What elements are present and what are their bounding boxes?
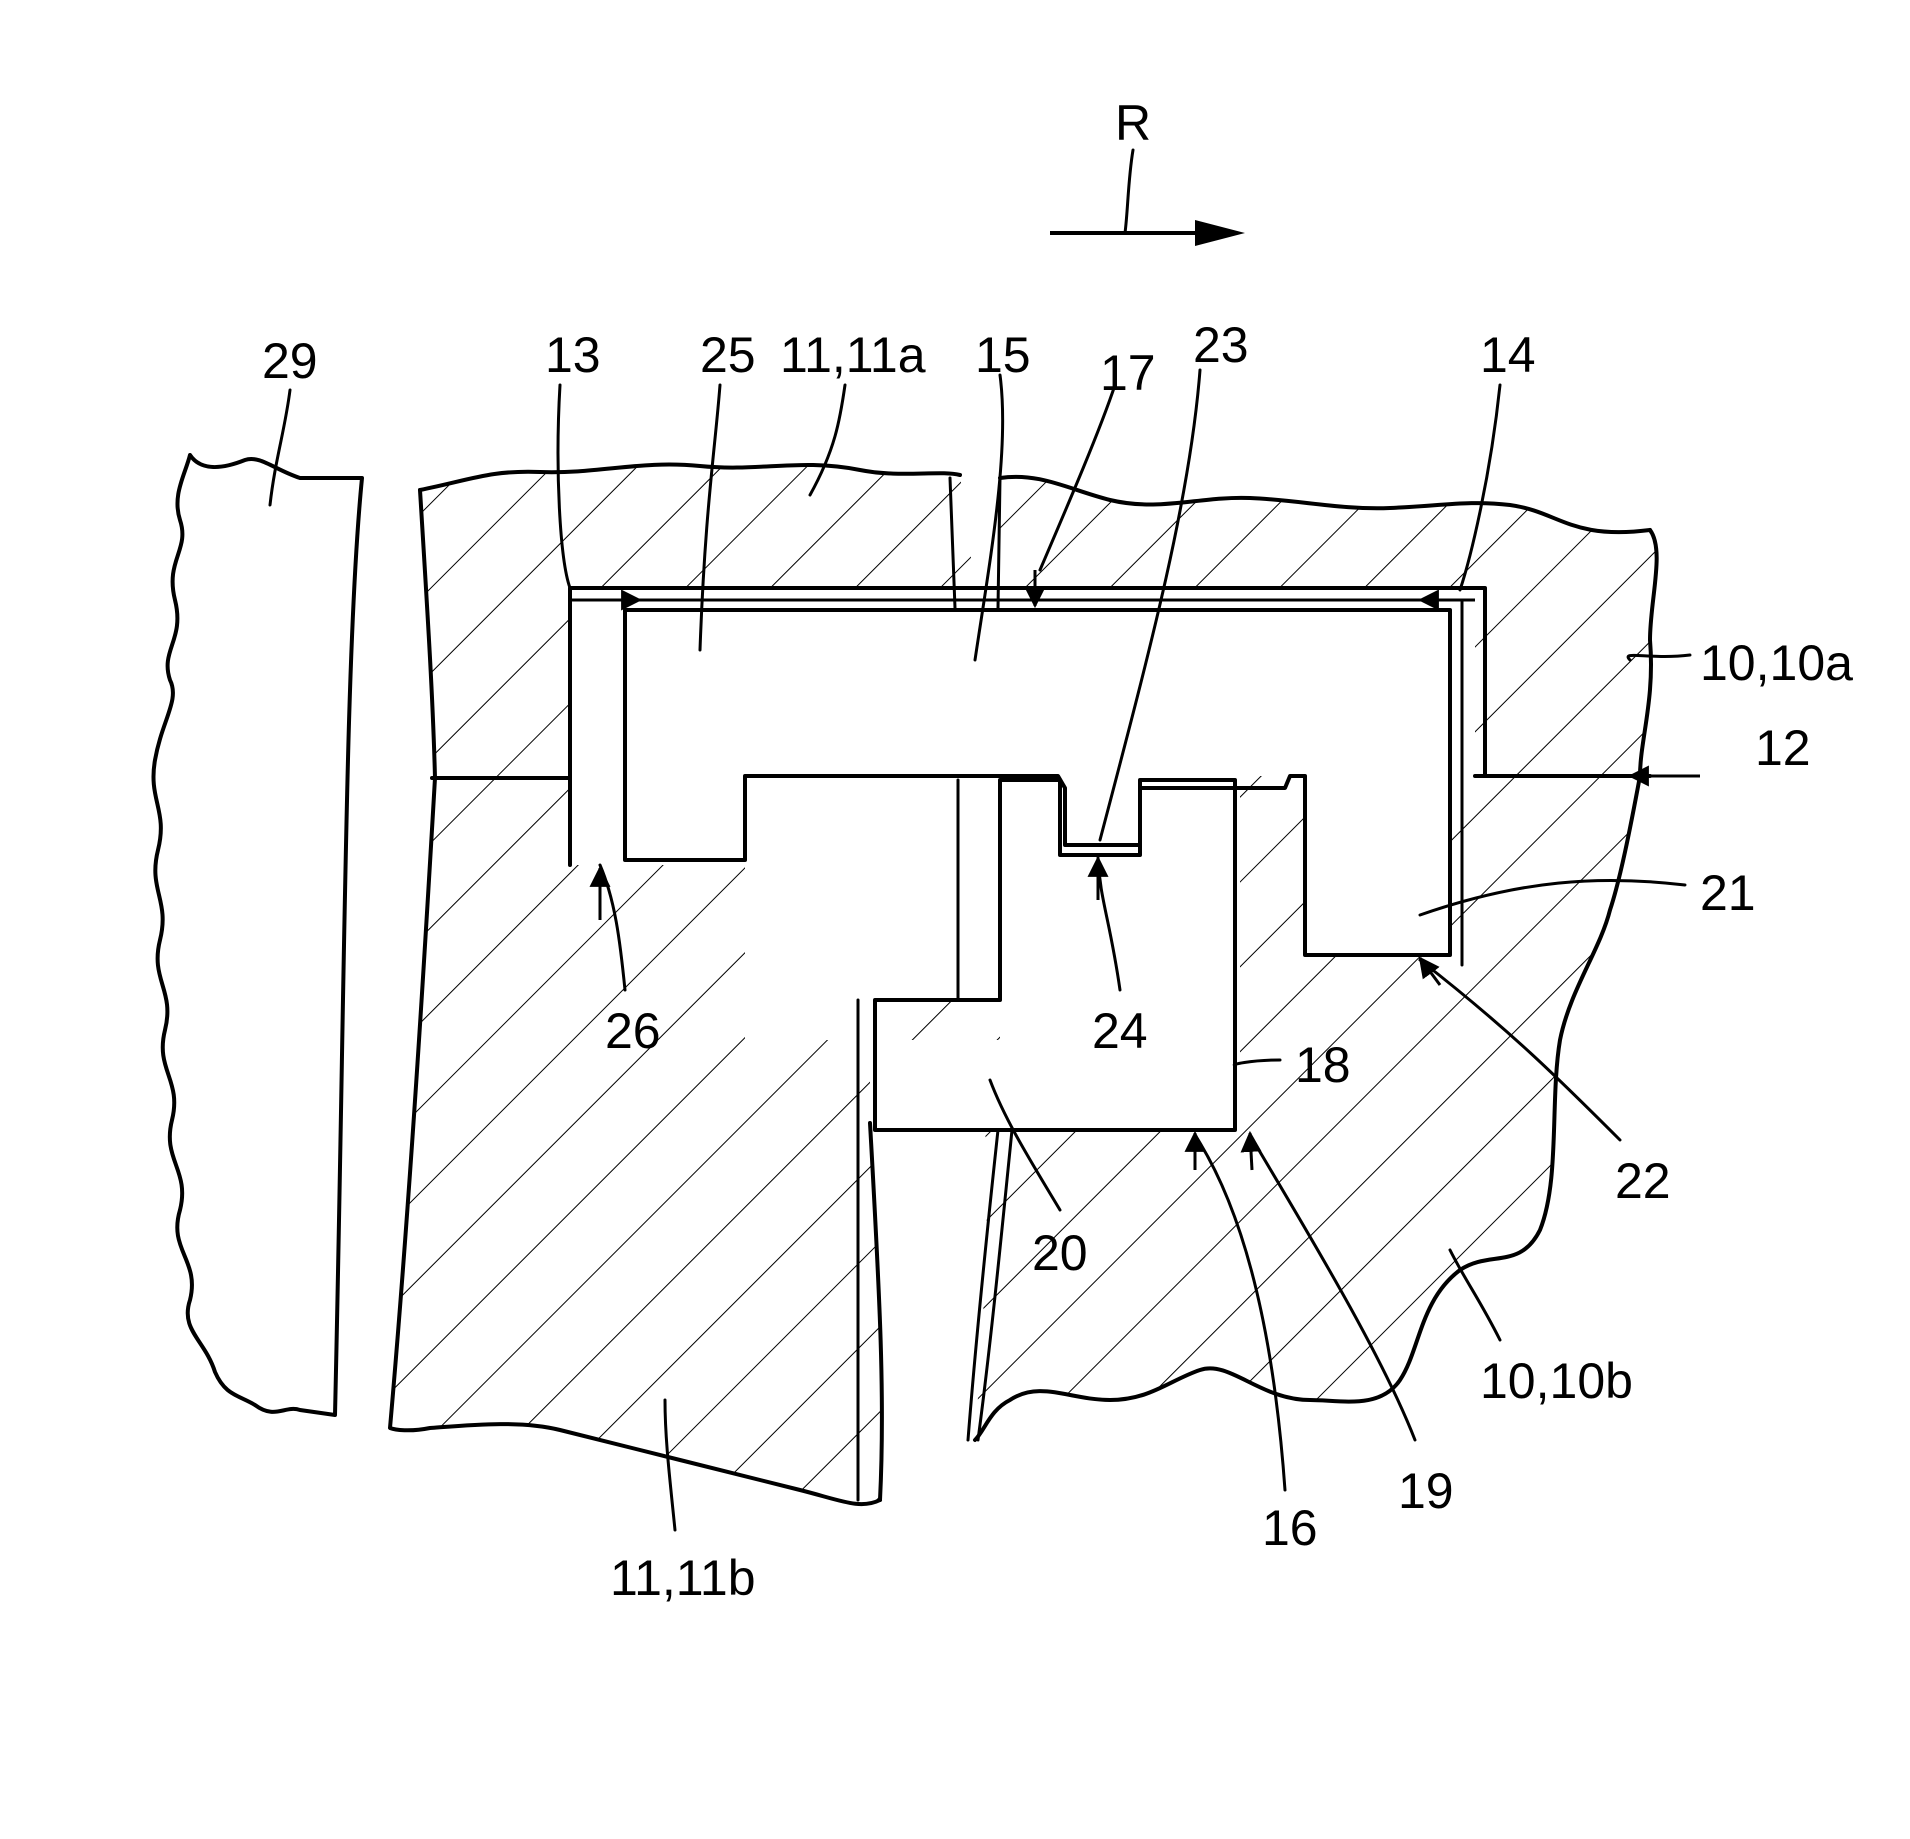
rotation-direction-arrow xyxy=(1050,150,1245,246)
label-11b: 11,11b xyxy=(610,1550,756,1606)
label-10b: 10,10b xyxy=(1480,1353,1633,1409)
label-20: 20 xyxy=(1032,1225,1088,1281)
casing-29 xyxy=(153,455,362,1415)
label-12: 12 xyxy=(1755,720,1811,776)
label-24: 24 xyxy=(1092,1003,1148,1059)
upper-groove xyxy=(570,588,1485,865)
locking-key-25 xyxy=(625,610,1450,955)
label-19: 19 xyxy=(1398,1463,1454,1519)
label-15: 15 xyxy=(975,327,1031,383)
body-10b xyxy=(975,776,1640,1440)
label-10a: 10,10a xyxy=(1700,635,1853,691)
label-16: 16 xyxy=(1262,1500,1318,1556)
label-14: 14 xyxy=(1480,327,1536,383)
label-22: 22 xyxy=(1615,1153,1671,1209)
label-13: 13 xyxy=(545,327,601,383)
label-26: 26 xyxy=(605,1003,661,1059)
label-18: 18 xyxy=(1295,1037,1351,1093)
label-17: 17 xyxy=(1100,345,1156,401)
body-11b xyxy=(390,778,1000,1504)
label-23: 23 xyxy=(1193,317,1249,373)
label-25: 25 xyxy=(700,327,756,383)
rotation-label: R xyxy=(1115,95,1151,151)
locking-element-20 xyxy=(875,780,1235,1130)
label-21: 21 xyxy=(1700,865,1756,921)
body-10a xyxy=(1000,477,1657,776)
label-29: 29 xyxy=(262,333,318,389)
label-11a: 11,11a xyxy=(780,327,926,383)
